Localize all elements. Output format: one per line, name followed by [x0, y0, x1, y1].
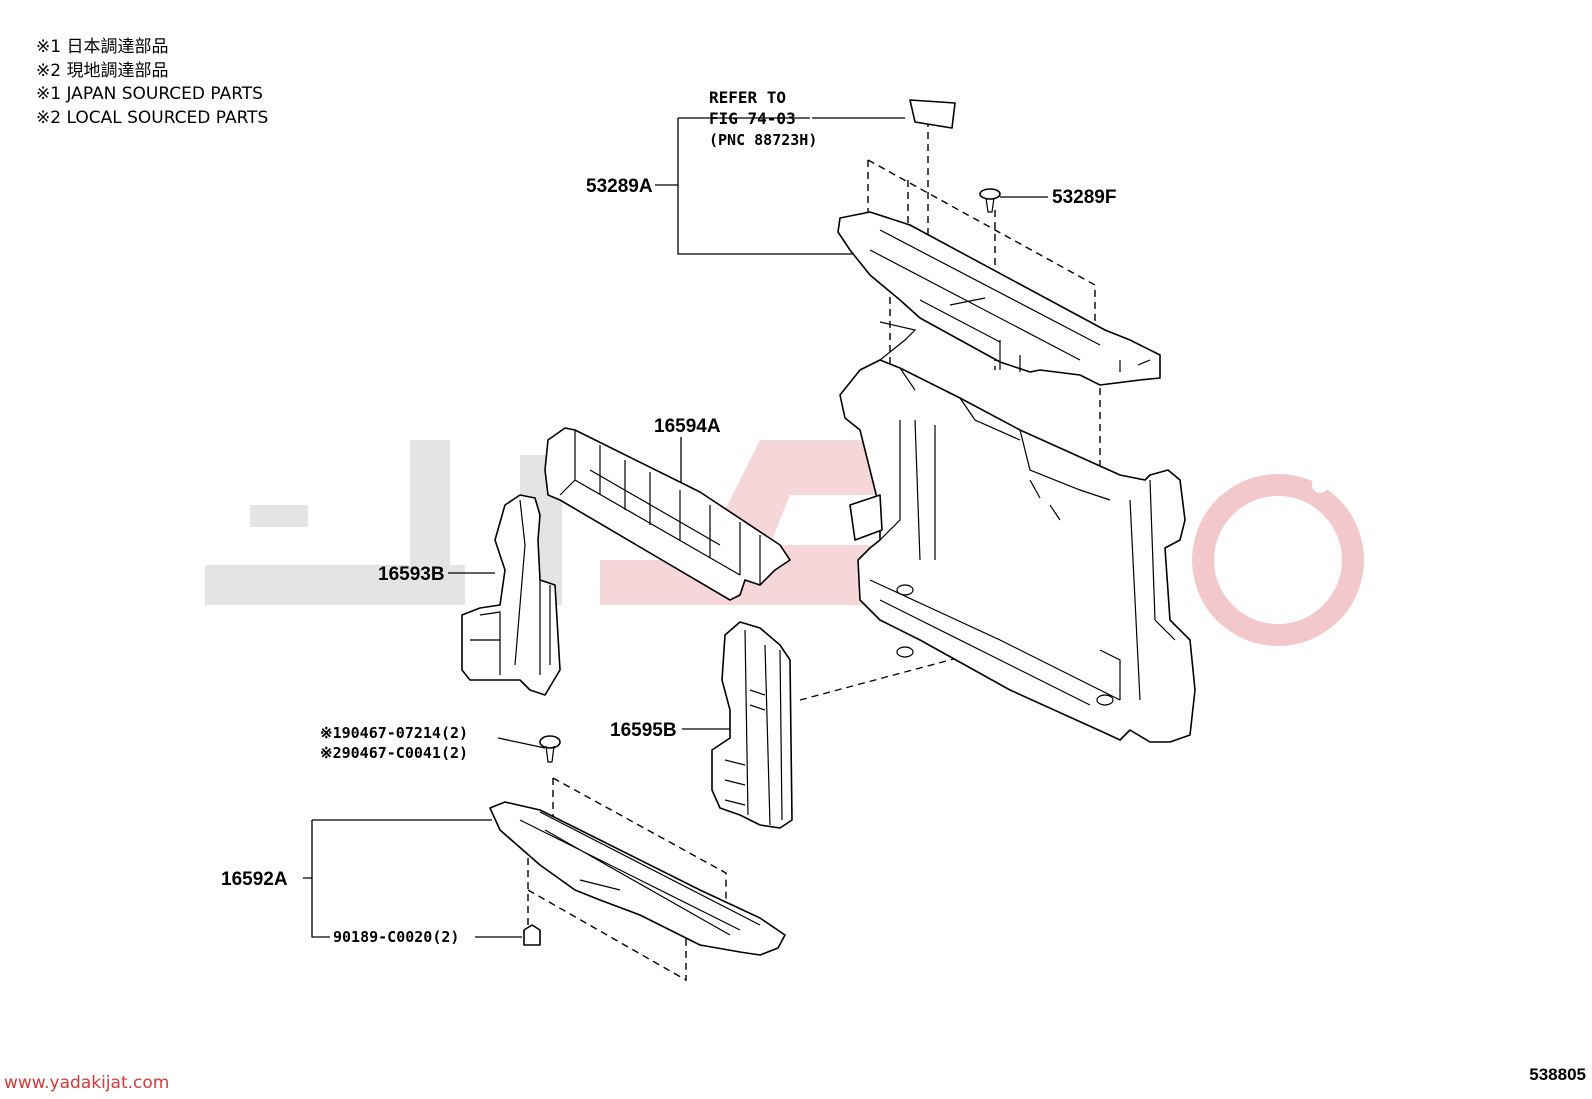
- legend-line-3: ※1 JAPAN SOURCED PARTS: [36, 84, 263, 104]
- clip-53289F-stem: [985, 197, 995, 213]
- figure-number: 538805: [1529, 1065, 1586, 1084]
- label-16592A[interactable]: 16592A: [221, 869, 288, 890]
- dashed-bottom: [527, 777, 727, 982]
- part-16593B-air-guide: [461, 494, 561, 696]
- radiator-support-frame: [839, 321, 1196, 743]
- part-labels: REFER TO FIG 74-03 (PNC 88723H) 53289A 5…: [221, 88, 1116, 946]
- cover-outline: [837, 211, 1161, 386]
- part-53289F-clip: [979, 188, 1001, 213]
- watermark-ring: [1192, 474, 1364, 646]
- refer-line-2: FIG 74-03: [709, 109, 796, 128]
- watermark-bar-3: [410, 440, 450, 605]
- label-16593B[interactable]: 16593B: [378, 564, 445, 585]
- part-90467-clip: [539, 735, 561, 763]
- frame-hole-1: [896, 584, 914, 596]
- frame-hole-2: [896, 646, 914, 658]
- lowercover-ribs: [519, 811, 761, 936]
- label-53289A[interactable]: 53289A: [586, 176, 653, 197]
- legend-line-2: ※2 現地調達部品: [36, 60, 169, 81]
- label-16595B[interactable]: 16595B: [610, 720, 677, 741]
- watermark-bar-2: [250, 505, 308, 527]
- label-16594A[interactable]: 16594A: [654, 416, 721, 437]
- legend: ※1 日本調達部品 ※2 現地調達部品 ※1 JAPAN SOURCED PAR…: [36, 36, 268, 130]
- label-clip-japan[interactable]: ※190467-07214(2): [320, 724, 468, 742]
- clip-90189-body: [523, 924, 541, 946]
- leader-clip: [497, 737, 546, 749]
- part-16595B-air-guide: [711, 621, 793, 829]
- refer-line-1: REFER TO: [709, 88, 786, 107]
- leader-16592A: [303, 819, 492, 938]
- part-16594A-air-guide: [544, 427, 791, 601]
- frame-outline: [839, 359, 1196, 743]
- airguide-16593B-outline: [461, 494, 561, 696]
- part-16592A-lower-cover: [489, 801, 786, 956]
- refer-line-3: (PNC 88723H): [709, 131, 817, 149]
- frame-hole-3: [1096, 694, 1114, 706]
- airguide-16593B-ribs: [470, 499, 551, 675]
- leader-53289A-bracket: [677, 118, 862, 255]
- frame-details: [869, 321, 1176, 706]
- clip-53289F-head: [979, 188, 1001, 200]
- airguide-16595B-ribs: [724, 629, 783, 826]
- label-53289F[interactable]: 53289F: [1052, 187, 1116, 208]
- part-90189-clip: [523, 924, 541, 946]
- refer-pad: [909, 99, 956, 129]
- clip-90467-head: [539, 735, 561, 749]
- legend-line-4: ※2 LOCAL SOURCED PARTS: [36, 107, 269, 128]
- part-53289A-cover: [837, 99, 1161, 386]
- label-clip-local[interactable]: ※290467-C0041(2): [320, 744, 468, 762]
- legend-line-1: ※1 日本調達部品: [36, 37, 169, 57]
- label-90189[interactable]: 90189-C0020(2): [333, 928, 459, 946]
- website-link[interactable]: www.yadakijat.com: [4, 1073, 170, 1093]
- frame-bracket-left: [849, 494, 883, 541]
- airguide-16594A-ribs: [559, 430, 761, 585]
- airguide-16595B-outline: [711, 621, 793, 829]
- watermark-dot: [1312, 477, 1328, 493]
- clip-90467-stem: [545, 745, 555, 763]
- cover-details: [869, 229, 1151, 372]
